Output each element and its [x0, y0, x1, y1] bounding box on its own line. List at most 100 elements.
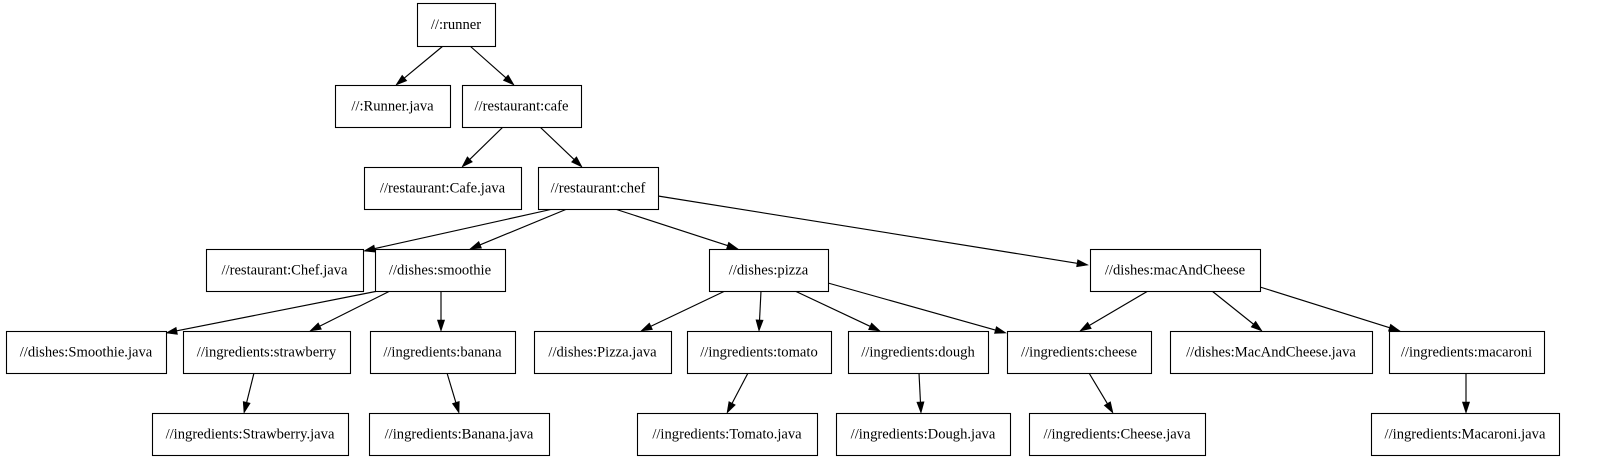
graph-edge	[309, 290, 391, 332]
node-label: //dishes:smoothie	[389, 262, 491, 278]
graph-node-runner[interactable]: //:runner	[416, 2, 497, 48]
edge-line	[469, 126, 504, 160]
node-box[interactable]	[1028, 412, 1207, 457]
graph-node-ing_macaroni[interactable]: //ingredients:macaroni	[1388, 330, 1546, 375]
node-label: //dishes:Smoothie.java	[20, 344, 153, 360]
graph-node-dough_java[interactable]: //ingredients:Dough.java	[835, 412, 1012, 457]
node-box[interactable]	[416, 2, 497, 48]
node-label: //ingredients:strawberry	[197, 344, 337, 360]
node-box[interactable]	[334, 84, 452, 129]
node-label: //restaurant:Chef.java	[221, 262, 348, 278]
node-label: //dishes:MacAndCheese.java	[1186, 344, 1356, 360]
graph-node-runner_java[interactable]: //:Runner.java	[334, 84, 452, 129]
node-box[interactable]	[151, 412, 350, 457]
edge-arrowhead-icon	[571, 156, 583, 168]
edge-line	[918, 372, 922, 403]
graph-node-banana_java[interactable]: //ingredients:Banana.java	[368, 412, 551, 457]
edge-arrowhead-icon	[755, 319, 764, 332]
edge-line	[479, 208, 568, 246]
graph-node-tomato_java[interactable]: //ingredients:Tomato.java	[636, 412, 819, 457]
edge-line	[374, 208, 554, 250]
edge-arrowhead-icon	[242, 401, 251, 414]
edge-arrowhead-icon	[363, 244, 376, 253]
node-box[interactable]	[461, 84, 583, 129]
graph-node-ing_strawberry[interactable]: //ingredients:strawberry	[182, 330, 352, 375]
node-label: //restaurant:chef	[551, 180, 646, 196]
graph-node-ing_tomato[interactable]: //ingredients:tomato	[686, 330, 833, 375]
graph-node-pizza_java[interactable]: //dishes:Pizza.java	[533, 330, 673, 375]
edge-line	[1211, 290, 1254, 325]
edge-arrowhead-icon	[451, 401, 460, 414]
graph-node-restaurant_cafe[interactable]: //restaurant:cafe	[461, 84, 583, 129]
node-box[interactable]	[1169, 330, 1374, 375]
edge-arrowhead-icon	[726, 241, 739, 250]
edge-line	[1089, 290, 1149, 326]
edge-arrowhead-icon	[1461, 401, 1471, 414]
node-box[interactable]	[847, 330, 990, 375]
graph-edge	[755, 290, 764, 332]
node-box[interactable]	[835, 412, 1012, 457]
node-label: //ingredients:tomato	[700, 344, 818, 360]
graph-node-chef_java[interactable]: //restaurant:Chef.java	[205, 248, 365, 293]
node-box[interactable]	[686, 330, 833, 375]
edge-line	[319, 290, 391, 327]
edge-arrowhead-icon	[1079, 321, 1092, 332]
graph-node-macaroni_java[interactable]: //ingredients:Macaroni.java	[1370, 412, 1561, 457]
graph-edge	[827, 282, 1007, 334]
edge-arrowhead-icon	[1250, 320, 1263, 332]
edge-line	[650, 290, 726, 327]
node-label: //dishes:macAndCheese	[1105, 262, 1245, 278]
node-label: //:Runner.java	[351, 98, 434, 114]
edge-arrowhead-icon	[395, 74, 408, 86]
edge-line	[176, 290, 379, 332]
edge-line	[827, 282, 996, 331]
graph-node-smoothie_java[interactable]: //dishes:Smoothie.java	[5, 330, 168, 375]
graph-node-dishes_pizza[interactable]: //dishes:pizza	[708, 248, 830, 293]
edge-line	[758, 290, 762, 321]
node-box[interactable]	[1370, 412, 1561, 457]
node-label: //dishes:pizza	[729, 262, 809, 278]
node-label: //ingredients:dough	[861, 344, 975, 360]
node-box[interactable]	[374, 248, 507, 293]
graph-node-ing_banana[interactable]: //ingredients:banana	[369, 330, 517, 375]
node-box[interactable]	[1089, 248, 1262, 293]
node-label: //ingredients:Banana.java	[385, 426, 534, 442]
graph-node-ing_dough[interactable]: //ingredients:dough	[847, 330, 990, 375]
node-label: //ingredients:cheese	[1021, 344, 1137, 360]
node-box[interactable]	[636, 412, 819, 457]
node-box[interactable]	[182, 330, 352, 375]
node-box[interactable]	[708, 248, 830, 293]
edge-arrowhead-icon	[994, 326, 1007, 334]
edge-line	[731, 372, 749, 404]
node-box[interactable]	[369, 330, 517, 375]
node-box[interactable]	[368, 412, 551, 457]
node-label: //ingredients:Macaroni.java	[1385, 426, 1546, 442]
graph-node-dishes_mac[interactable]: //dishes:macAndCheese	[1089, 248, 1262, 293]
node-box[interactable]	[205, 248, 365, 293]
edge-line	[1259, 286, 1390, 329]
graph-edge	[640, 290, 726, 332]
node-box[interactable]	[363, 166, 523, 211]
graph-edge	[395, 45, 444, 86]
node-label: //ingredients:Tomato.java	[652, 426, 802, 442]
graph-edge	[469, 45, 515, 86]
node-box[interactable]	[1006, 330, 1153, 375]
graph-edge	[363, 208, 554, 253]
graph-node-dishes_smoothie[interactable]: //dishes:smoothie	[374, 248, 507, 293]
node-box[interactable]	[1388, 330, 1546, 375]
nodes-layer: //:runner //:Runner.java //restaurant:cafe…	[5, 2, 1561, 457]
graph-node-strawberry_java[interactable]: //ingredients:Strawberry.java	[151, 412, 350, 457]
graph-node-restaurant_chef[interactable]: //restaurant:chef	[537, 166, 660, 211]
graph-node-cafe_java[interactable]: //restaurant:Cafe.java	[363, 166, 523, 211]
graph-node-ing_cheese[interactable]: //ingredients:cheese	[1006, 330, 1153, 375]
graph-node-mac_java[interactable]: //dishes:MacAndCheese.java	[1169, 330, 1374, 375]
node-box[interactable]	[533, 330, 673, 375]
edge-arrowhead-icon	[165, 326, 178, 335]
node-box[interactable]	[5, 330, 168, 375]
node-box[interactable]	[537, 166, 660, 211]
node-label: //restaurant:cafe	[475, 98, 569, 114]
graph-edge	[1211, 290, 1263, 332]
graph-node-cheese_java[interactable]: //ingredients:Cheese.java	[1028, 412, 1207, 457]
node-label: //dishes:Pizza.java	[548, 344, 657, 360]
